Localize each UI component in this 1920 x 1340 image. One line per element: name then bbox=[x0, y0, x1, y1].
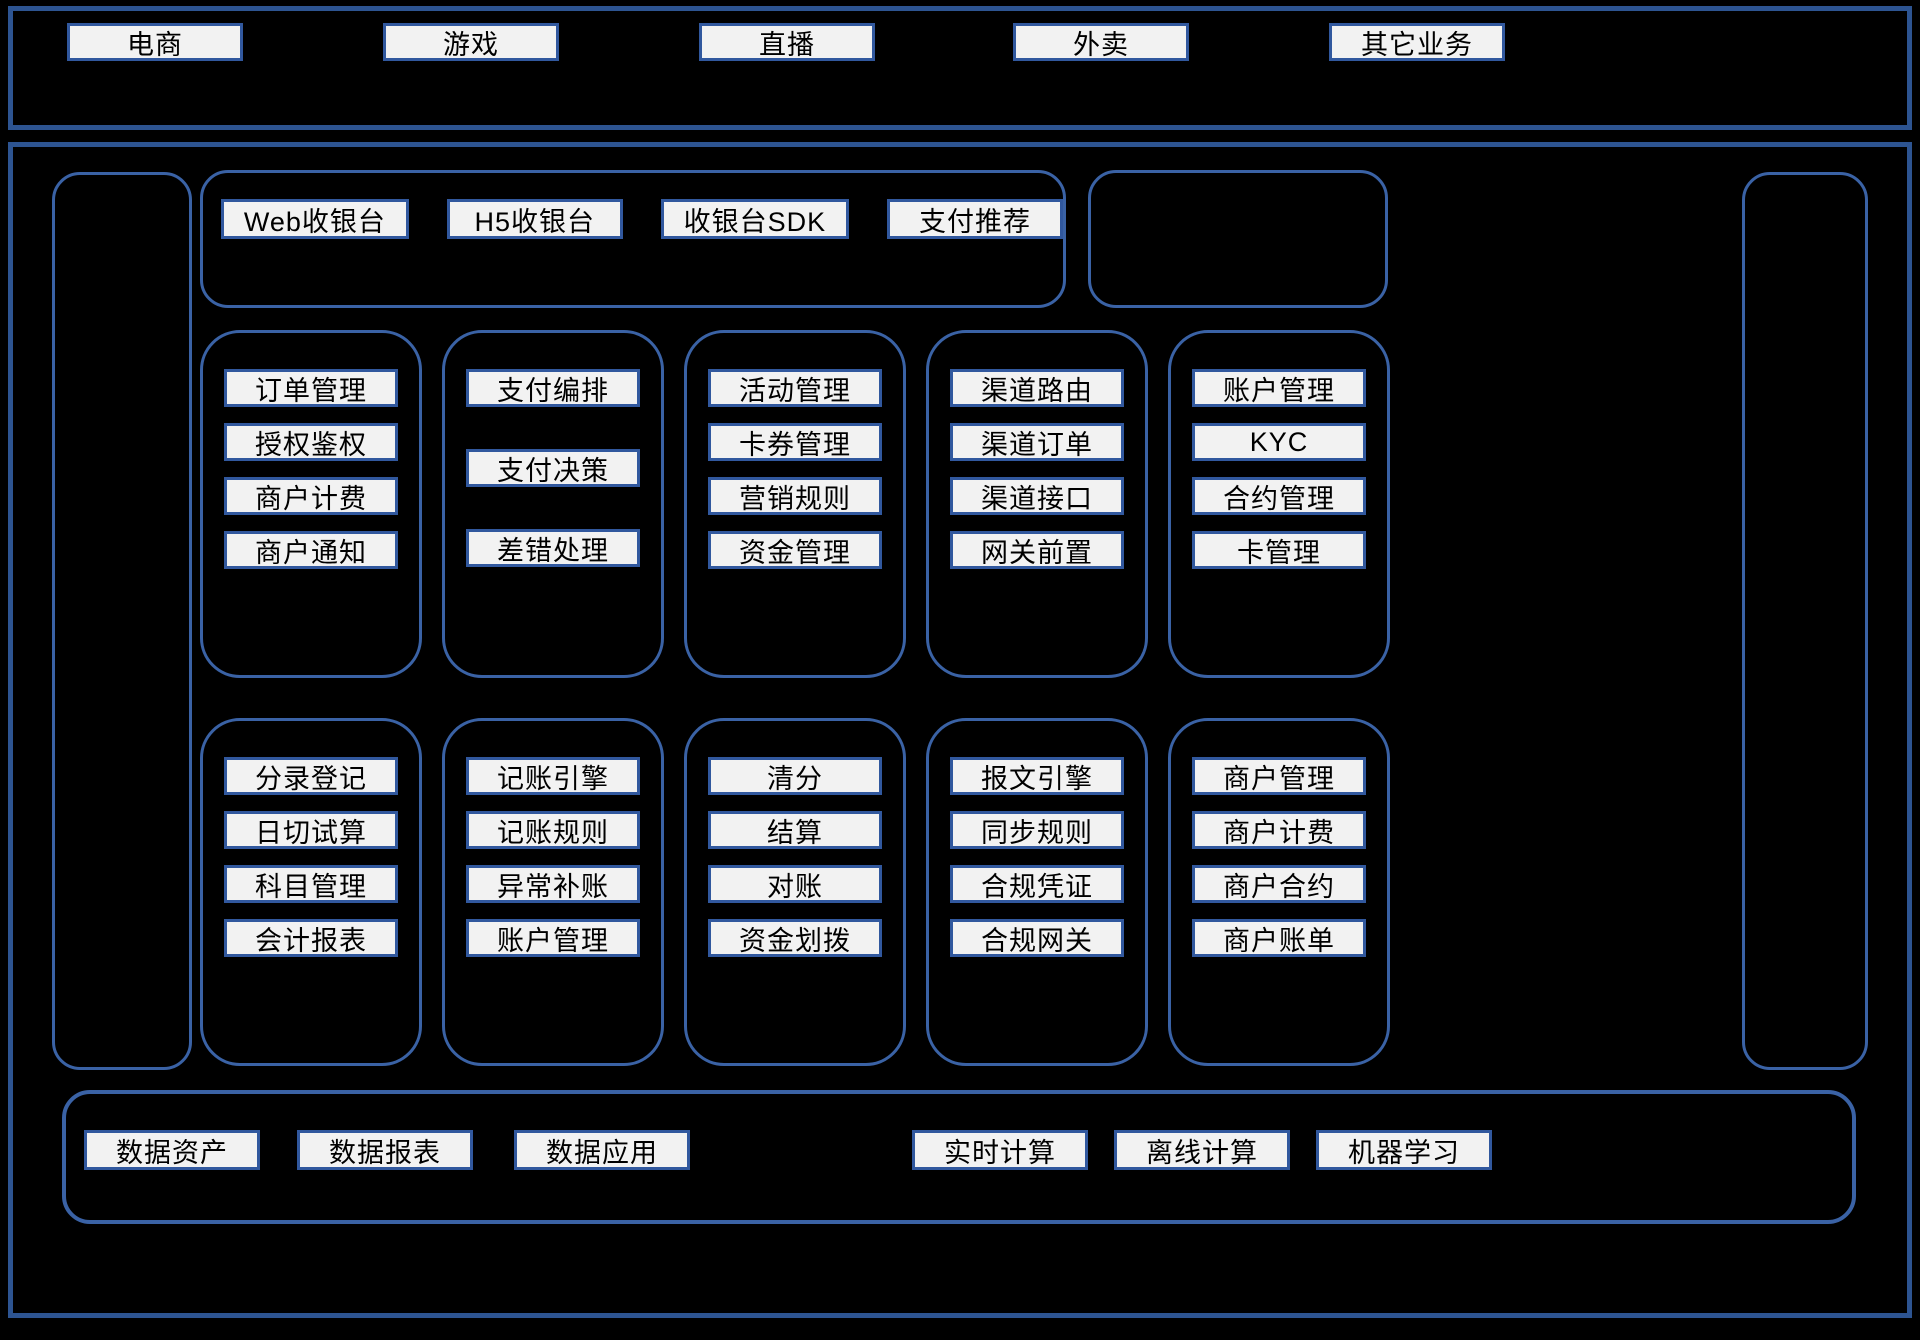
module-group-merchant: 商户管理 商户计费 商户合约 商户账单 bbox=[1168, 718, 1390, 1066]
module-group-channel: 渠道路由 渠道订单 渠道接口 网关前置 bbox=[926, 330, 1148, 678]
module-chip: 商户账单 bbox=[1192, 919, 1366, 957]
data-layer-item: 数据资产 bbox=[84, 1130, 260, 1170]
module-chip: 科目管理 bbox=[224, 865, 398, 903]
module-chip: 对账 bbox=[708, 865, 882, 903]
module-chip: 资金划拨 bbox=[708, 919, 882, 957]
module-chip: 合约管理 bbox=[1192, 477, 1366, 515]
module-chip: 合规网关 bbox=[950, 919, 1124, 957]
access-item: 支付推荐 bbox=[887, 199, 1063, 239]
module-chip: 活动管理 bbox=[708, 369, 882, 407]
module-chip: 日切试算 bbox=[224, 811, 398, 849]
module-chip: 渠道订单 bbox=[950, 423, 1124, 461]
module-group-order: 订单管理 授权鉴权 商户计费 商户通知 bbox=[200, 330, 422, 678]
business-layer-frame: 电商 游戏 直播 外卖 其它业务 bbox=[8, 6, 1912, 130]
module-group-account: 账户管理 KYC 合约管理 卡管理 bbox=[1168, 330, 1390, 678]
module-group-bookkeeping: 记账引擎 记账规则 异常补账 账户管理 bbox=[442, 718, 664, 1066]
module-chip: 结算 bbox=[708, 811, 882, 849]
module-chip: 合规凭证 bbox=[950, 865, 1124, 903]
module-chip: 分录登记 bbox=[224, 757, 398, 795]
module-chip: 账户管理 bbox=[466, 919, 640, 957]
module-chip: 账户管理 bbox=[1192, 369, 1366, 407]
module-chip: 支付决策 bbox=[466, 449, 640, 487]
module-chip: 商户计费 bbox=[1192, 811, 1366, 849]
module-chip: 渠道接口 bbox=[950, 477, 1124, 515]
access-layer-empty-box bbox=[1088, 170, 1388, 308]
module-chip: 渠道路由 bbox=[950, 369, 1124, 407]
module-chip: 订单管理 bbox=[224, 369, 398, 407]
business-item: 其它业务 bbox=[1329, 23, 1505, 61]
data-layer-item: 数据应用 bbox=[514, 1130, 690, 1170]
module-chip: 商户合约 bbox=[1192, 865, 1366, 903]
module-group-marketing: 活动管理 卡券管理 营销规则 资金管理 bbox=[684, 330, 906, 678]
module-chip: 商户计费 bbox=[224, 477, 398, 515]
access-layer-group: Web收银台 H5收银台 收银台SDK 支付推荐 bbox=[200, 170, 1066, 308]
module-chip: 会计报表 bbox=[224, 919, 398, 957]
module-chip: 资金管理 bbox=[708, 531, 882, 569]
left-rail bbox=[52, 172, 192, 1070]
access-item: H5收银台 bbox=[446, 199, 623, 239]
data-layer-item: 离线计算 bbox=[1114, 1130, 1290, 1170]
module-group-payment: 支付编排 支付决策 差错处理 bbox=[442, 330, 664, 678]
business-item: 游戏 bbox=[383, 23, 559, 61]
module-chip: 授权鉴权 bbox=[224, 423, 398, 461]
module-group-ledger: 分录登记 日切试算 科目管理 会计报表 bbox=[200, 718, 422, 1066]
module-chip: 卡管理 bbox=[1192, 531, 1366, 569]
module-chip: 商户通知 bbox=[224, 531, 398, 569]
business-item: 电商 bbox=[67, 23, 243, 61]
module-chip: 卡券管理 bbox=[708, 423, 882, 461]
module-chip: 商户管理 bbox=[1192, 757, 1366, 795]
access-item: Web收银台 bbox=[221, 199, 409, 239]
module-chip: 网关前置 bbox=[950, 531, 1124, 569]
data-layer-item: 数据报表 bbox=[297, 1130, 473, 1170]
module-chip: KYC bbox=[1192, 423, 1366, 461]
module-chip: 清分 bbox=[708, 757, 882, 795]
module-chip: 营销规则 bbox=[708, 477, 882, 515]
module-group-compliance: 报文引擎 同步规则 合规凭证 合规网关 bbox=[926, 718, 1148, 1066]
business-item: 直播 bbox=[699, 23, 875, 61]
data-layer-item: 实时计算 bbox=[912, 1130, 1088, 1170]
data-layer-strip: 数据资产 数据报表 数据应用 实时计算 离线计算 机器学习 bbox=[62, 1090, 1856, 1224]
module-chip: 同步规则 bbox=[950, 811, 1124, 849]
module-chip: 报文引擎 bbox=[950, 757, 1124, 795]
right-rail bbox=[1742, 172, 1868, 1070]
module-group-settlement: 清分 结算 对账 资金划拨 bbox=[684, 718, 906, 1066]
access-item: 收银台SDK bbox=[660, 199, 849, 239]
business-item: 外卖 bbox=[1013, 23, 1189, 61]
module-chip: 记账引擎 bbox=[466, 757, 640, 795]
module-chip: 记账规则 bbox=[466, 811, 640, 849]
module-chip: 异常补账 bbox=[466, 865, 640, 903]
data-layer-item: 机器学习 bbox=[1316, 1130, 1492, 1170]
module-chip: 差错处理 bbox=[466, 529, 640, 567]
module-chip: 支付编排 bbox=[466, 369, 640, 407]
